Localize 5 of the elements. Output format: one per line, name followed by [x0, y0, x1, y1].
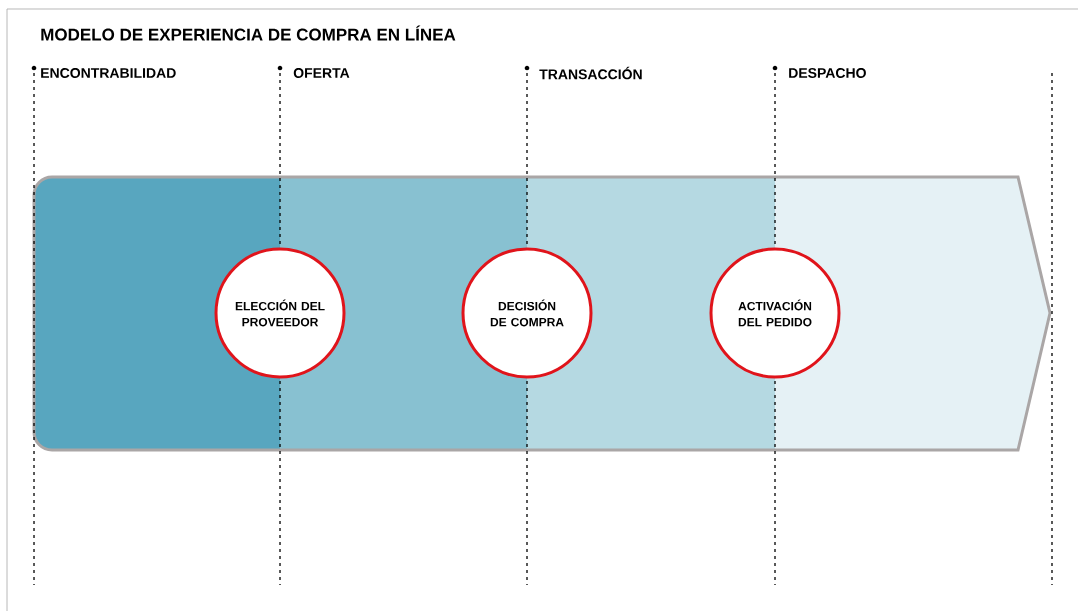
- phase-label: TRANSACCIÓN: [539, 66, 642, 80]
- title: MODELO DE EXPERIENCIA DE COMPRA EN LÍNEA: [41, 25, 456, 41]
- phase-label: ENCONTRABILIDAD: [41, 68, 176, 78]
- phase-label: DESPACHO: [789, 68, 866, 78]
- phase-label: OFERTA: [293, 68, 350, 78]
